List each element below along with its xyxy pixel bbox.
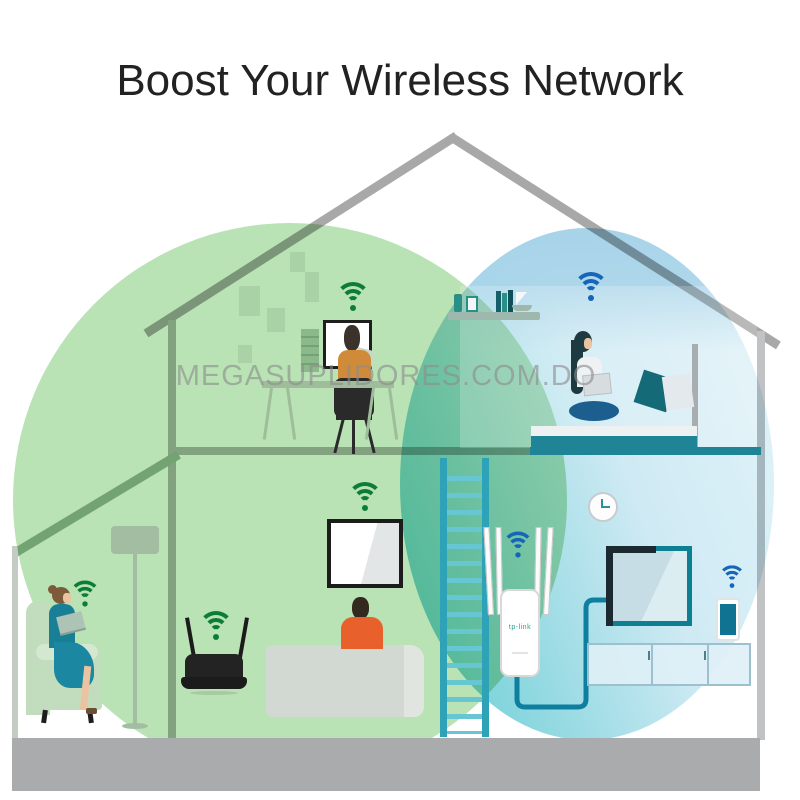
chair-leg	[352, 418, 355, 454]
wifi-arc	[573, 272, 609, 308]
wifi-arc	[79, 593, 91, 604]
wifi-dot	[362, 505, 368, 511]
wall-frame	[238, 345, 252, 363]
toy-boat-sail	[516, 292, 527, 305]
shelf-book	[496, 291, 501, 312]
desk-chair-seat	[336, 414, 372, 420]
router-base	[181, 677, 247, 689]
wifi-dot	[213, 634, 219, 640]
floor-lamp-pole	[133, 553, 137, 725]
wifi-arc	[579, 279, 603, 303]
wifi-arc	[335, 282, 371, 318]
woman-laptop-face	[584, 338, 592, 349]
wifi-dot	[82, 601, 88, 607]
wifi-signal-icon	[572, 272, 610, 302]
armchair-woman-face	[63, 593, 71, 603]
wall-frame	[305, 272, 319, 302]
wifi-arc	[347, 296, 359, 308]
ground	[12, 738, 760, 791]
smartphone-screen	[720, 604, 736, 635]
armchair-woman-shoe	[86, 708, 97, 714]
wifi-arc	[717, 565, 747, 593]
shelf-bottle	[454, 294, 462, 312]
toy-boat-hull	[512, 305, 532, 311]
shelf-book	[502, 293, 507, 312]
wifi-signal-icon	[501, 531, 535, 560]
wifi-dot	[729, 583, 735, 588]
wifi-arc	[507, 537, 529, 560]
clock-hand-hour	[602, 506, 610, 508]
shelf-book	[508, 290, 513, 312]
wifi-arc	[512, 544, 524, 555]
wifi-dot	[350, 305, 356, 311]
wifi-signal-icon	[68, 580, 102, 609]
extender-slot	[512, 652, 528, 654]
wifi-arc	[204, 618, 228, 642]
router-shadow	[190, 691, 238, 695]
right-tv-frame-accent	[606, 546, 613, 626]
man-at-desk-head	[344, 325, 360, 351]
ladder-rail	[440, 458, 447, 737]
wifi-arc	[347, 482, 383, 518]
wifi-arc	[198, 611, 234, 647]
wifi-arc	[359, 496, 371, 508]
wall-frame	[267, 308, 285, 332]
drawer-unit	[301, 329, 319, 372]
wifi-arc	[727, 576, 737, 585]
page-title: Boost Your Wireless Network	[116, 56, 684, 105]
wifi-dot	[588, 295, 594, 301]
wall-shelf	[448, 312, 540, 320]
watermark: MEGASUPLIDORES.COM.DO	[175, 360, 597, 392]
man-at-desk-torso	[338, 350, 371, 382]
wifi-dot	[515, 552, 521, 558]
tv-cabinet	[587, 643, 751, 686]
bench-front	[531, 436, 697, 447]
range-extender-body	[500, 589, 540, 677]
ladder-rail	[482, 458, 489, 737]
couch-man-head	[352, 597, 369, 619]
bench-seat	[531, 426, 697, 436]
desk-top	[262, 381, 394, 388]
wifi-signal-icon	[717, 565, 747, 588]
couch	[266, 645, 424, 717]
wall-frame	[239, 286, 260, 316]
woman-laptop-crossed-legs	[569, 401, 619, 421]
router-body	[185, 654, 243, 680]
wall-tv	[327, 519, 403, 588]
clock-hand-minute	[601, 499, 603, 508]
couch-man-torso	[341, 617, 383, 649]
right-tv	[606, 546, 692, 626]
couch-armrest	[404, 645, 424, 717]
wifi-arc	[68, 580, 102, 613]
cabinet-divider	[651, 645, 653, 684]
ladder-rungs	[441, 464, 488, 734]
floor-divider-teal	[530, 447, 761, 455]
wifi-arc	[585, 286, 597, 298]
shelf-photo-frame	[466, 296, 478, 312]
cabinet-divider	[707, 645, 709, 684]
floor-lamp-shade	[111, 526, 159, 554]
wifi-arc	[74, 586, 96, 609]
cabinet-handle	[704, 651, 706, 660]
extender-logo: tp-link	[508, 624, 532, 631]
wifi-arc	[353, 489, 377, 513]
wifi-arc	[722, 570, 742, 590]
floor-lamp-base	[122, 723, 148, 729]
right-tv-frame-accent	[606, 546, 656, 553]
wifi-arc	[501, 531, 535, 564]
annex-wall	[12, 546, 18, 738]
wifi-signal-icon	[334, 282, 372, 312]
wifi-arc	[210, 625, 222, 637]
wifi-signal-icon	[346, 482, 384, 512]
armchair-woman-bun	[48, 585, 57, 594]
wifi-signal-icon	[197, 611, 235, 641]
wifi-arc	[341, 289, 365, 313]
cabinet-handle	[648, 651, 650, 660]
bench-post	[692, 344, 698, 447]
wall-frame	[290, 252, 305, 272]
